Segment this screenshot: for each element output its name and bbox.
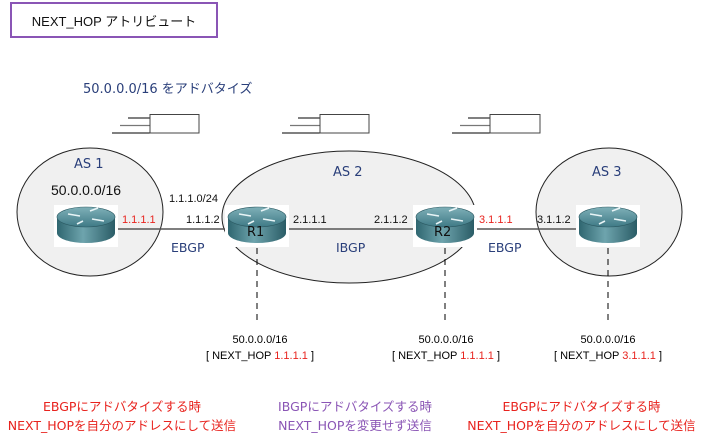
route-next-hop: [ NEXT_HOP 1.1.1.1 ] [391,350,501,362]
route-prefix: 50.0.0.0/16 [580,334,636,346]
ip-r2-left: 2.1.1.2 [374,214,408,226]
advertise-note: 50.0.0.0/16 をアドバタイズ [83,82,253,97]
ip-r1-left: 1.1.1.2 [186,214,220,226]
router-r2-icon [413,205,477,247]
caption-ebgp-left: EBGPにアドバタイズする時 NEXT_HOPを自分のアドレスにして送信 [7,399,237,433]
ip-r1-right: 2.1.1.1 [293,214,327,226]
route-entry-r1: 50.0.0.0/16 [ NEXT_HOP 1.1.1.1 ] [200,332,320,364]
protocol-ibgp: IBGP [336,240,366,255]
route-entry-as3: 50.0.0.0/16 [ NEXT_HOP 3.1.1.1 ] [548,332,668,364]
as1-network: 50.0.0.0/16 [51,182,122,198]
subnet-as1-r1: 1.1.1.0/24 [169,193,218,205]
packet-icon-2 [282,114,370,134]
route-prefix: 50.0.0.0/16 [232,334,288,346]
router-as1-icon [54,205,118,247]
packet-icon-1 [112,114,200,134]
ip-as1-router: 1.1.1.1 [122,214,156,226]
protocol-ebgp-right: EBGP [488,240,522,255]
caption-ebgp-right: EBGPにアドバタイズする時 NEXT_HOPを自分のアドレスにして送信 [467,399,696,433]
as3-label: AS 3 [592,165,622,180]
route-entry-r2: 50.0.0.0/16 [ NEXT_HOP 1.1.1.1 ] [386,332,506,364]
route-prefix: 50.0.0.0/16 [418,334,474,346]
ip-r2-right: 3.1.1.1 [479,214,513,226]
r1-label: R1 [247,225,265,240]
protocol-ebgp-left: EBGP [171,240,205,255]
as2-label: AS 2 [333,165,363,180]
ip-as3-router: 3.1.1.2 [537,214,571,226]
title-box: NEXT_HOP アトリビュート [10,2,218,38]
as1-label: AS 1 [74,157,104,172]
route-next-hop: [ NEXT_HOP 1.1.1.1 ] [205,350,315,362]
route-next-hop: [ NEXT_HOP 3.1.1.1 ] [553,350,663,362]
packet-icon-3 [452,114,541,134]
router-as3-icon [576,205,640,247]
r2-label: R2 [434,225,452,240]
caption-ibgp: IBGPにアドバタイズする時 NEXT_HOPを変更せず送信 [278,399,432,433]
router-r1-icon [225,205,289,247]
page-title: NEXT_HOP アトリビュート [31,13,197,29]
